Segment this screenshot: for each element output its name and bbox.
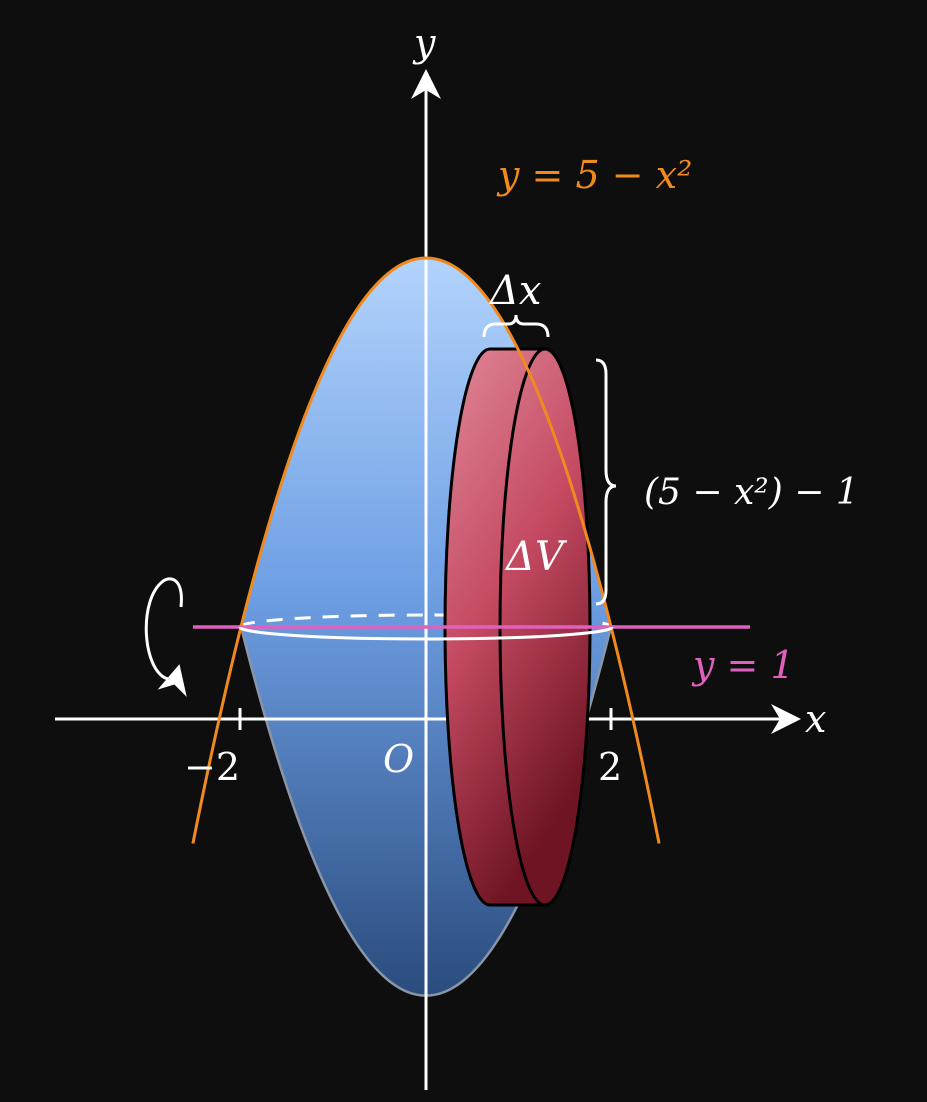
height-brace bbox=[595, 358, 617, 606]
tick-label-2: 2 bbox=[598, 745, 622, 789]
curve-label: y = 5 − x² bbox=[496, 153, 692, 197]
rotation-arrow-icon bbox=[144, 577, 187, 697]
delta-v-label: ΔV bbox=[504, 534, 568, 580]
delta-x-label: Δx bbox=[488, 268, 541, 314]
equator-front bbox=[238, 626, 614, 641]
line-label: y = 1 bbox=[691, 643, 795, 687]
tick-label-neg2: −2 bbox=[184, 745, 240, 789]
x-axis-label: x bbox=[805, 697, 826, 741]
parabola-curve bbox=[191, 256, 661, 844]
delta-x-brace bbox=[482, 314, 550, 338]
height-label: (5 − x²) − 1 bbox=[644, 472, 859, 513]
origin-label: O bbox=[383, 737, 414, 781]
y-axis-label: y bbox=[412, 21, 436, 65]
